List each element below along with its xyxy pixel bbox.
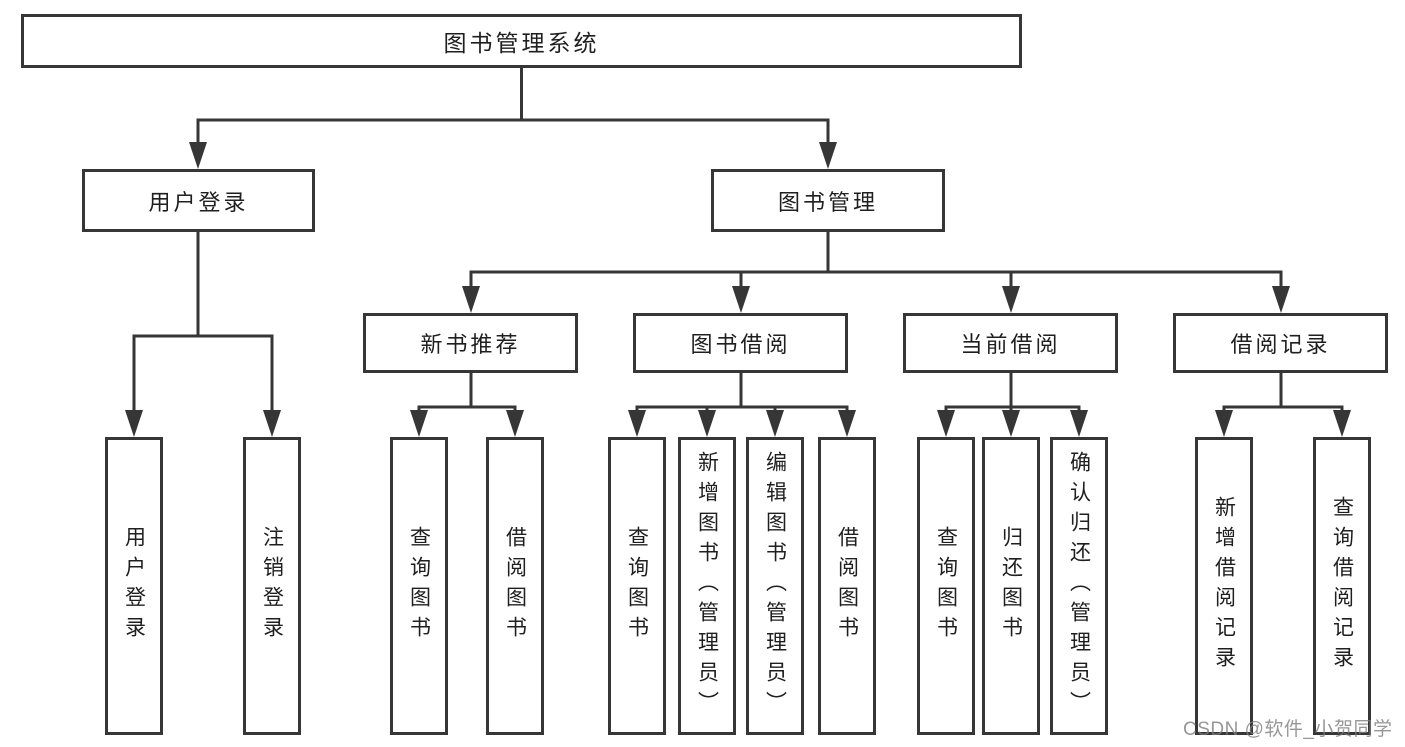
leaf-borrow-query-books: 查询图书: [608, 437, 666, 735]
connector-section-stems: [469, 272, 1283, 290]
leaf-current-query-books: 查询图书: [917, 437, 975, 735]
leaf-label: 归还图书: [999, 526, 1023, 646]
arrowheads: [125, 142, 1351, 437]
leaf-label: 借阅图书: [503, 526, 527, 646]
node-book-management: 图书管理: [711, 169, 945, 232]
root-label: 图书管理系统: [443, 30, 600, 56]
leaf-label: 查询图书: [625, 526, 649, 646]
book-management-label: 图书管理: [777, 189, 878, 215]
connector-login-leaf-stems: [132, 336, 274, 414]
leaf-label: 借阅图书: [835, 526, 859, 646]
node-root: 图书管理系统: [21, 14, 1022, 68]
leaf-borrow-borrow-books: 借阅图书: [818, 437, 876, 735]
connector-leaf-stems: [417, 407, 1344, 414]
leaf-label: 查询图书: [407, 526, 431, 646]
leaf-records-add-record: 新增借阅记录: [1195, 437, 1253, 735]
leaf-label: 编辑图书（管理员）: [763, 451, 787, 721]
leaf-borrow-add-books-admin: 新增图书（管理员）: [678, 437, 736, 735]
leaf-label: 用户登录: [122, 526, 146, 646]
leaf-label: 注销登录: [260, 526, 284, 646]
section-label: 新书推荐: [420, 332, 521, 357]
node-user-login: 用户登录: [82, 169, 315, 232]
connector-section-down-stems: [469, 371, 1283, 409]
connector-level2-stems: [196, 120, 830, 146]
leaf-label: 新增借阅记录: [1212, 496, 1236, 676]
csdn-watermark: CSDN @软件_小贺同学: [1183, 719, 1393, 740]
leaf-records-query-record: 查询借阅记录: [1313, 437, 1371, 735]
leaf-borrow-edit-books-admin: 编辑图书（管理员）: [746, 437, 804, 735]
leaf-label: 新增图书（管理员）: [695, 451, 719, 721]
leaf-user-login: 用户登录: [105, 437, 163, 735]
leaf-recommend-borrow-books: 借阅图书: [486, 437, 544, 735]
leaf-label: 查询借阅记录: [1330, 496, 1354, 676]
leaf-current-confirm-return-admin: 确认归还（管理员）: [1050, 437, 1108, 735]
leaf-recommend-query-books: 查询图书: [390, 437, 448, 735]
leaf-current-return-books: 归还图书: [982, 437, 1040, 735]
node-section-borrow-records: 借阅记录: [1173, 313, 1388, 373]
node-section-book-borrow: 图书借阅: [633, 313, 848, 373]
user-login-label: 用户登录: [148, 189, 249, 215]
node-section-new-book-recommend: 新书推荐: [363, 313, 578, 373]
section-label: 借阅记录: [1230, 332, 1331, 357]
leaf-logout-login: 注销登录: [243, 437, 301, 735]
leaf-label: 查询图书: [934, 526, 958, 646]
node-section-current-borrow: 当前借阅: [903, 313, 1118, 373]
leaf-label: 确认归还（管理员）: [1067, 451, 1091, 721]
section-label: 当前借阅: [960, 332, 1061, 357]
section-label: 图书借阅: [690, 332, 791, 357]
